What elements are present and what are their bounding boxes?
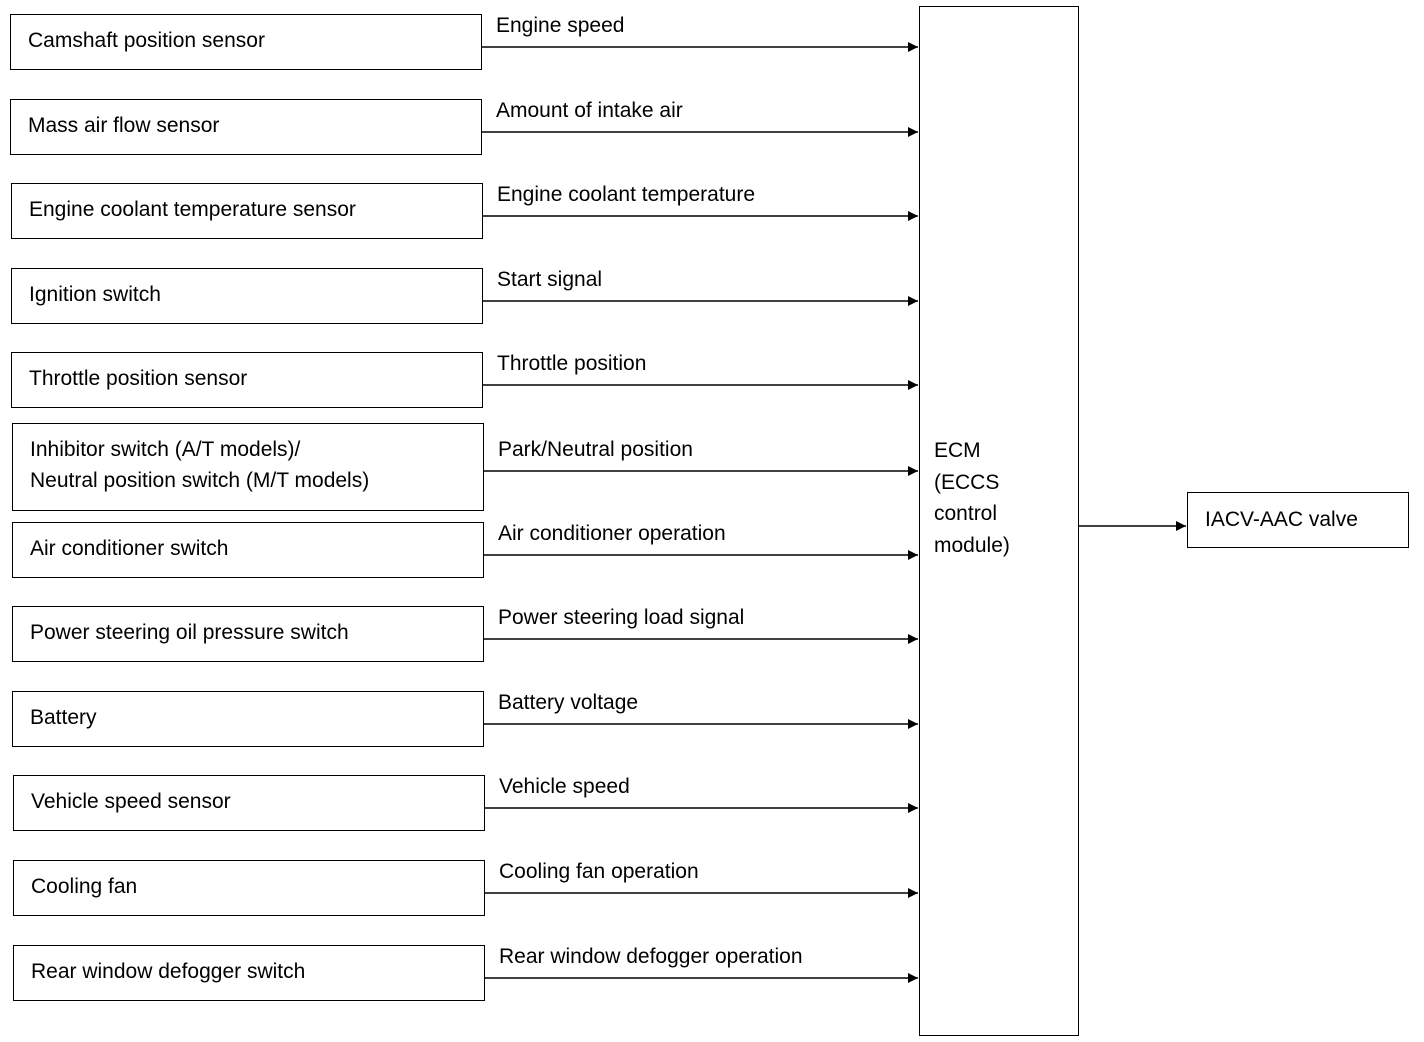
signal-label: Vehicle speed (499, 775, 630, 798)
iacv-aac-valve-label: IACV-AAC valve (1205, 508, 1358, 531)
input-block: Cooling fan (13, 860, 485, 916)
input-block: Air conditioner switch (12, 522, 484, 578)
input-block-label: Engine coolant temperature sensor (29, 198, 356, 221)
input-block-label: Inhibitor switch (A/T models)/ Neutral p… (30, 438, 370, 492)
iacv-aac-valve-block: IACV-AAC valve (1187, 492, 1409, 548)
input-block-label: Ignition switch (29, 283, 161, 306)
ecm-label: ECM (ECCS control module) (934, 435, 1010, 561)
ecm-label-line: ECM (934, 439, 981, 462)
signal-label: Air conditioner operation (498, 522, 726, 545)
input-block: Vehicle speed sensor (13, 775, 485, 831)
signal-label: Rear window defogger operation (499, 945, 803, 968)
input-block: Throttle position sensor (11, 352, 483, 408)
signal-label: Park/Neutral position (498, 438, 693, 461)
input-block: Engine coolant temperature sensor (11, 183, 483, 239)
input-block-label: Cooling fan (31, 875, 138, 898)
ecm-label-line: module) (934, 533, 1010, 557)
input-block: Inhibitor switch (A/T models)/ Neutral p… (12, 423, 484, 511)
input-block-label: Camshaft position sensor (28, 29, 265, 52)
signal-label: Cooling fan operation (499, 860, 699, 883)
input-block-label: Mass air flow sensor (28, 114, 220, 137)
input-block-label: Power steering oil pressure switch (30, 621, 349, 644)
input-block: Camshaft position sensor (10, 14, 482, 70)
signal-label: Power steering load signal (498, 606, 745, 629)
ecm-block: ECM (ECCS control module) (919, 6, 1079, 1036)
signal-label: Engine speed (496, 14, 625, 37)
signal-label: Start signal (497, 268, 603, 291)
input-block: Battery (12, 691, 484, 747)
ecm-label-line: (ECCS (934, 470, 1000, 494)
signal-label: Amount of intake air (496, 99, 683, 122)
input-block-label: Air conditioner switch (30, 537, 229, 560)
signal-label: Throttle position (497, 352, 647, 375)
input-block-label: Vehicle speed sensor (31, 790, 231, 813)
input-block: Ignition switch (11, 268, 483, 324)
ecm-label-line: control (934, 502, 998, 525)
signal-label: Battery voltage (498, 691, 639, 714)
input-block: Power steering oil pressure switch (12, 606, 484, 662)
input-block-label: Rear window defogger switch (31, 960, 306, 983)
input-block-label: Throttle position sensor (29, 367, 248, 390)
input-block-label: Battery (30, 706, 97, 729)
input-block: Rear window defogger switch (13, 945, 485, 1001)
signal-label: Engine coolant temperature (497, 183, 755, 206)
input-block: Mass air flow sensor (10, 99, 482, 155)
